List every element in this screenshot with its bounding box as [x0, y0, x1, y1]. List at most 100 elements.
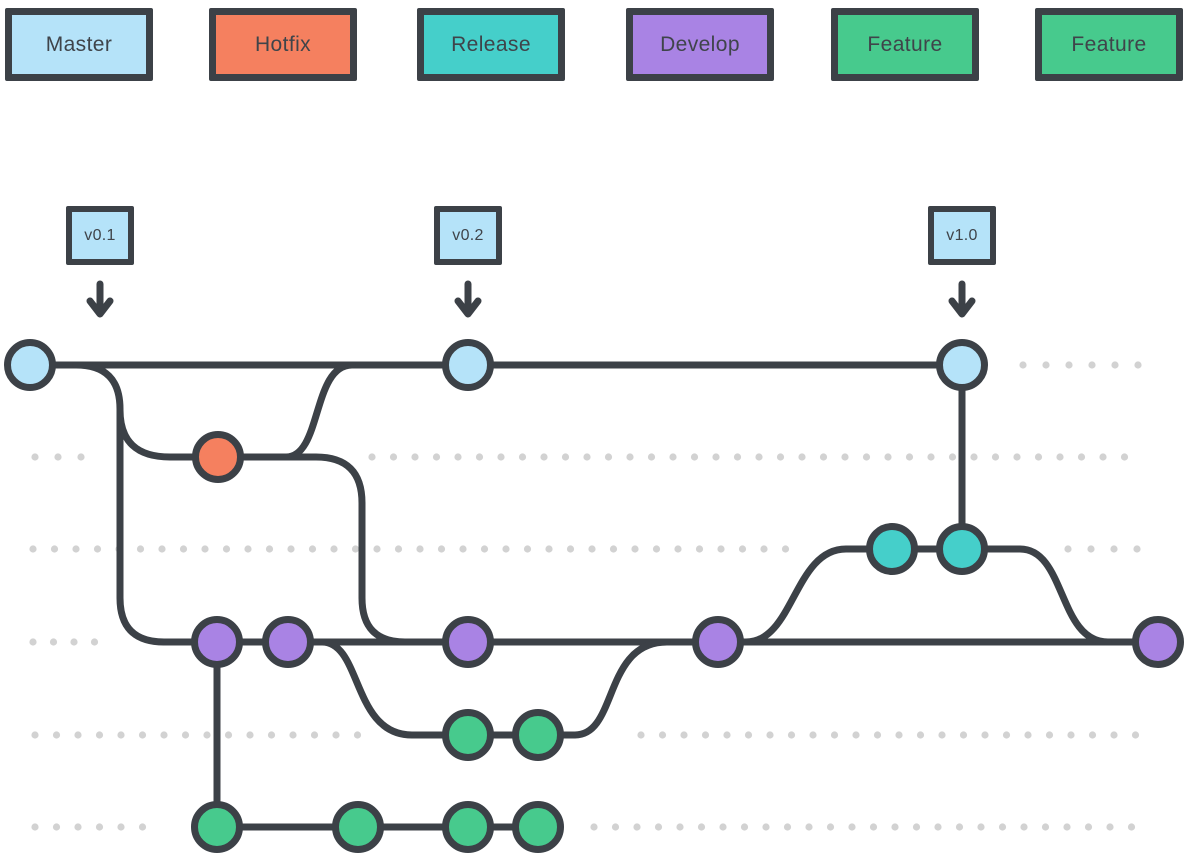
lane-dot-release — [179, 545, 188, 553]
lane-dot-feature-2 — [826, 823, 835, 831]
lane-dot-master — [1065, 361, 1073, 369]
lane-dot-hotfix — [475, 453, 484, 461]
lane-dot-feature-1 — [744, 731, 753, 739]
lane-dot-hotfix — [690, 453, 699, 461]
lane-dot-hotfix — [647, 453, 656, 461]
lane-dot-hotfix — [31, 453, 39, 461]
edge-master-to-develop-trunk — [72, 361, 221, 646]
lane-dot-feature-2 — [1106, 823, 1114, 831]
lane-dot-feature-1 — [787, 731, 796, 739]
lane-dot-feature-2 — [74, 823, 82, 831]
commit-node-develop — [442, 616, 494, 668]
version-tag-label-v0-2: v0.2 — [452, 226, 484, 244]
lane-dot-feature-2 — [590, 823, 598, 831]
lane-dot-feature-1 — [916, 731, 925, 739]
lane-dot-release — [674, 545, 682, 553]
lane-dot-release — [523, 545, 532, 553]
lane-dot-feature-2 — [52, 823, 61, 831]
legend-label-hotfix: Hotfix — [254, 32, 312, 56]
lane-dot-release — [136, 545, 145, 553]
lane-dot-hotfix — [561, 453, 570, 461]
lane-dot-feature-2 — [762, 823, 770, 831]
lane-dot-release — [351, 545, 360, 553]
lane-dot-hotfix — [669, 453, 677, 461]
lane-dot-hotfix — [368, 453, 376, 461]
lane-dot-feature-1 — [830, 731, 839, 739]
lane-dot-feature-2 — [912, 823, 921, 831]
commit-node-release — [866, 523, 918, 575]
lane-dot-feature-2 — [998, 823, 1007, 831]
legend-box-release: Release — [417, 8, 565, 81]
legend-label-release: Release — [451, 32, 531, 56]
lane-dot-hotfix — [1120, 453, 1129, 461]
legend-label-master: Master — [45, 32, 113, 56]
lane-dot-feature-2 — [611, 823, 620, 831]
lane-dot-feature-1 — [658, 731, 667, 739]
lane-dot-feature-2 — [805, 823, 813, 831]
lane-dot-release — [459, 545, 467, 553]
lane-dot-feature-1 — [852, 731, 860, 739]
lane-dot-feature-2 — [740, 823, 749, 831]
lane-dot-hotfix — [755, 453, 763, 461]
lane-dot-feature-2 — [1127, 823, 1136, 831]
lane-dot-feature-2 — [1041, 823, 1050, 831]
lane-dot-feature-2 — [934, 823, 942, 831]
lane-dot-feature-1 — [31, 731, 39, 739]
lane-dot-release — [480, 545, 489, 553]
lane-dot-release — [50, 545, 59, 553]
lane-dot-release — [1133, 545, 1141, 553]
lane-dot-feature-2 — [891, 823, 899, 831]
lane-dot-hotfix — [540, 453, 548, 461]
lane-dot-hotfix — [1056, 453, 1064, 461]
commit-node-feature — [191, 801, 243, 853]
lane-dot-hotfix — [432, 453, 441, 461]
commit-node-feature — [442, 709, 494, 761]
lane-dot-hotfix — [884, 453, 892, 461]
edge-feature-1-branch — [318, 638, 671, 739]
lane-dot-hotfix — [583, 453, 591, 461]
legend-box-master: Master — [5, 8, 153, 81]
lane-dot-develop — [90, 638, 99, 646]
lane-dot-release — [394, 545, 403, 553]
lane-dot-feature-2 — [955, 823, 964, 831]
lane-dot-release — [244, 545, 252, 553]
lane-dot-release — [287, 545, 295, 553]
lane-dot-hotfix — [1034, 453, 1043, 461]
commit-node-feature — [512, 801, 564, 853]
lane-dot-feature-1 — [267, 731, 276, 739]
lane-dot-feature-1 — [766, 731, 774, 739]
edge-hotfix-merge-to-develop — [214, 453, 409, 646]
lane-dot-feature-1 — [95, 731, 104, 739]
lane-dot-release — [566, 545, 575, 553]
lane-dot-release — [72, 545, 80, 553]
lane-dot-feature-2 — [633, 823, 641, 831]
lane-dot-feature-1 — [181, 731, 190, 739]
lane-dot-feature-1 — [246, 731, 254, 739]
lane-dot-develop — [29, 638, 37, 646]
lane-dot-release — [1087, 545, 1095, 553]
lane-dot-hotfix — [1013, 453, 1021, 461]
version-tag-label-v1-0: v1.0 — [946, 226, 978, 244]
lane-dot-feature-2 — [977, 823, 985, 831]
lane-dot-hotfix — [991, 453, 1000, 461]
legend-box-feature-1: Feature — [831, 8, 979, 81]
lane-dot-hotfix — [948, 453, 957, 461]
lane-dot-feature-1 — [637, 731, 645, 739]
lane-dot-feature-1 — [809, 731, 817, 739]
lane-dot-feature-1 — [1110, 731, 1118, 739]
commit-node-master — [4, 339, 56, 391]
lane-dot-release — [373, 545, 381, 553]
commit-node-develop — [692, 616, 744, 668]
tag-arrow-icon — [948, 280, 976, 318]
lane-dot-hotfix — [1077, 453, 1086, 461]
lane-dot-develop — [70, 638, 78, 646]
commit-node-develop — [1132, 616, 1184, 668]
lane-dot-feature-2 — [95, 823, 104, 831]
lane-dot-feature-1 — [895, 731, 903, 739]
commit-node-master — [442, 339, 494, 391]
lane-dot-feature-1 — [1088, 731, 1097, 739]
legend-label-feature-1: Feature — [867, 32, 943, 56]
lane-dot-feature-1 — [74, 731, 82, 739]
